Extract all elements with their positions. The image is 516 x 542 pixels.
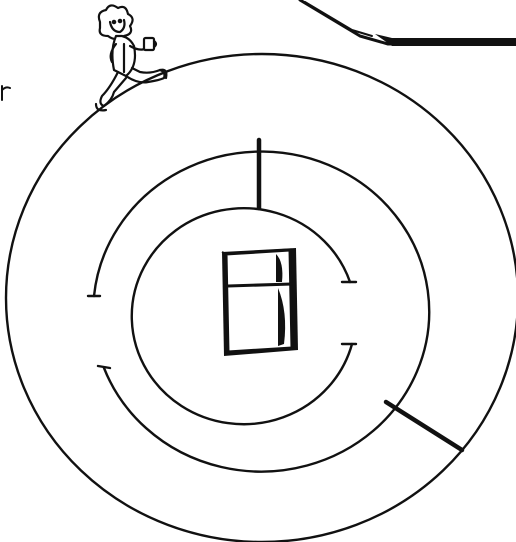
cropped-text-glyph (2, 86, 10, 100)
person-walking-icon[interactable] (96, 5, 166, 110)
refrigerator-icon[interactable] (222, 248, 298, 356)
speech-bubble (300, 0, 516, 46)
middle-wall-end-cap-right (98, 366, 110, 368)
maze-radial-wall-lower-right (386, 402, 462, 450)
